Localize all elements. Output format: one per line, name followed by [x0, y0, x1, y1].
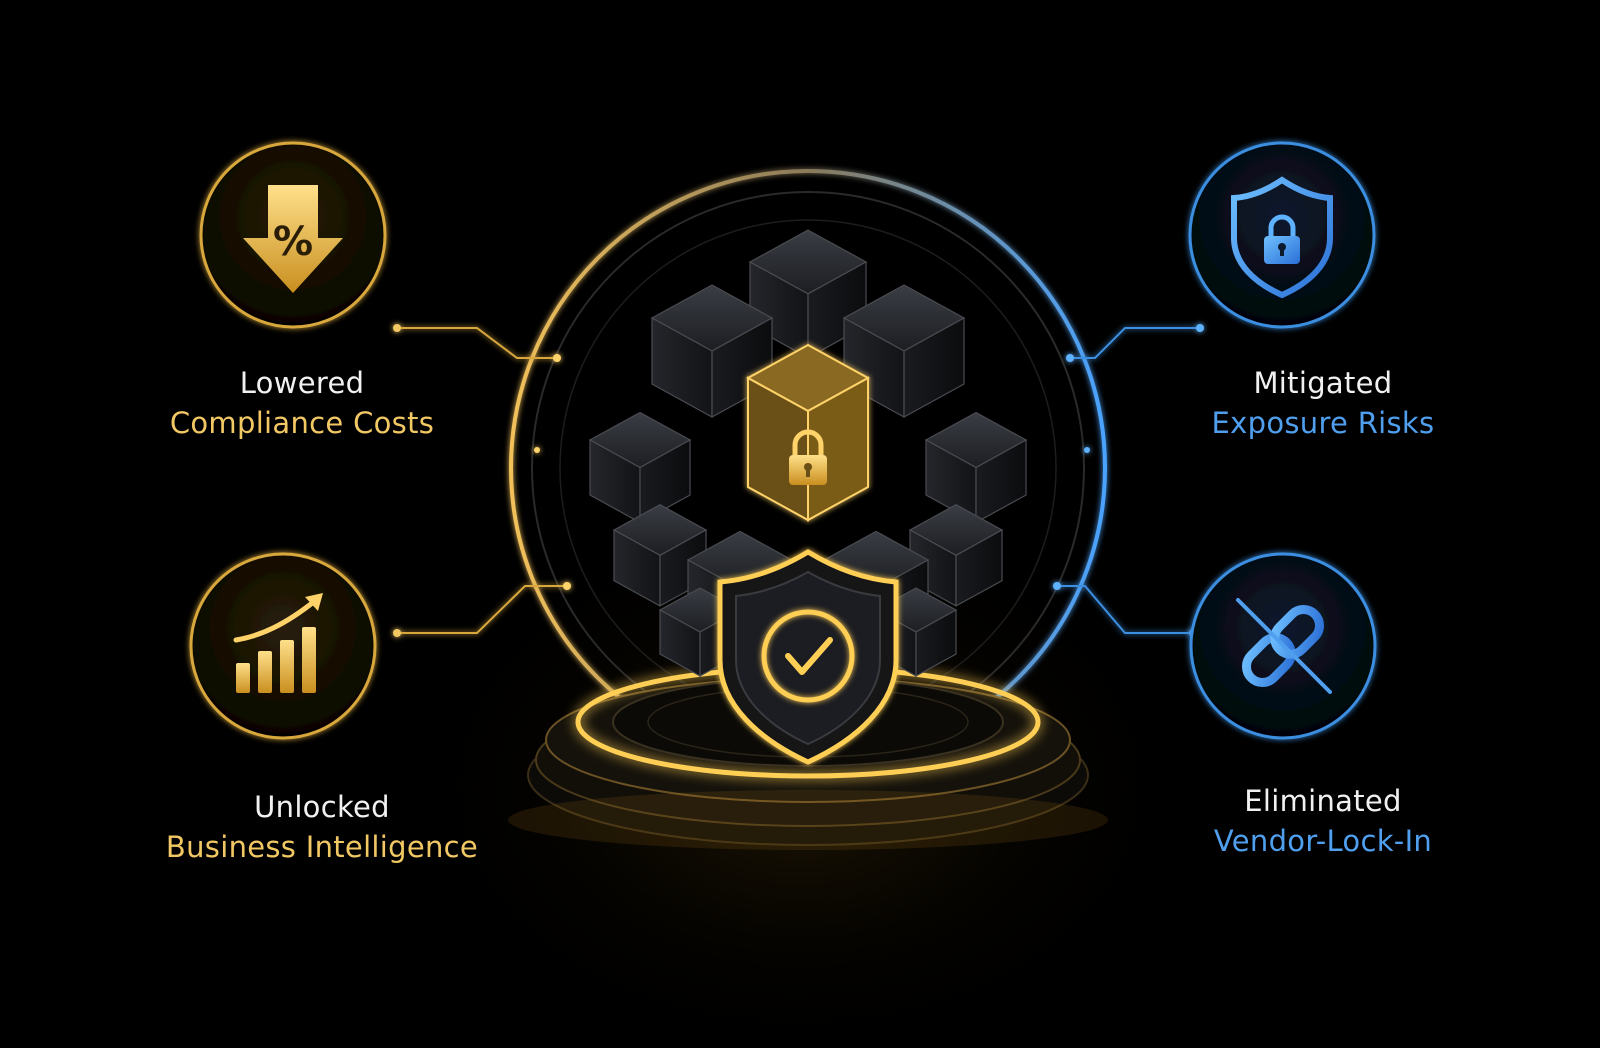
benefit-line2: Vendor-Lock-In [1213, 824, 1433, 858]
broken-link-icon [1189, 552, 1377, 740]
cube-face [915, 608, 957, 678]
center-locked-cube [745, 343, 871, 522]
percent-down-arrow-icon: % [199, 141, 387, 329]
shield-lock-icon [1188, 141, 1376, 329]
benefit-line2: Compliance Costs [169, 406, 435, 440]
benefit-mitigated-exposure-risks: Mitigated Exposure Risks [1093, 363, 1553, 443]
benefit-line2: Business Intelligence [165, 830, 479, 864]
cube-face [955, 528, 1003, 607]
benefit-line1: Mitigated [1253, 366, 1393, 400]
benefit-line1: Lowered [239, 366, 365, 400]
growth-chart-icon [189, 552, 377, 740]
benefit-line2: Exposure Risks [1211, 406, 1435, 440]
shield-check-icon [717, 549, 899, 765]
benefit-eliminated-vendor-lock-in: Eliminated Vendor-Lock-In [1093, 781, 1553, 861]
cube-face [903, 316, 965, 419]
padlock-icon [789, 429, 827, 485]
percent-symbol: % [273, 219, 313, 265]
benefit-line1: Unlocked [254, 790, 390, 824]
benefit-line1: Eliminated [1244, 784, 1402, 818]
benefit-lowered-compliance-costs: Lowered Compliance Costs [72, 363, 532, 443]
benefit-unlocked-business-intelligence: Unlocked Business Intelligence [92, 787, 552, 867]
